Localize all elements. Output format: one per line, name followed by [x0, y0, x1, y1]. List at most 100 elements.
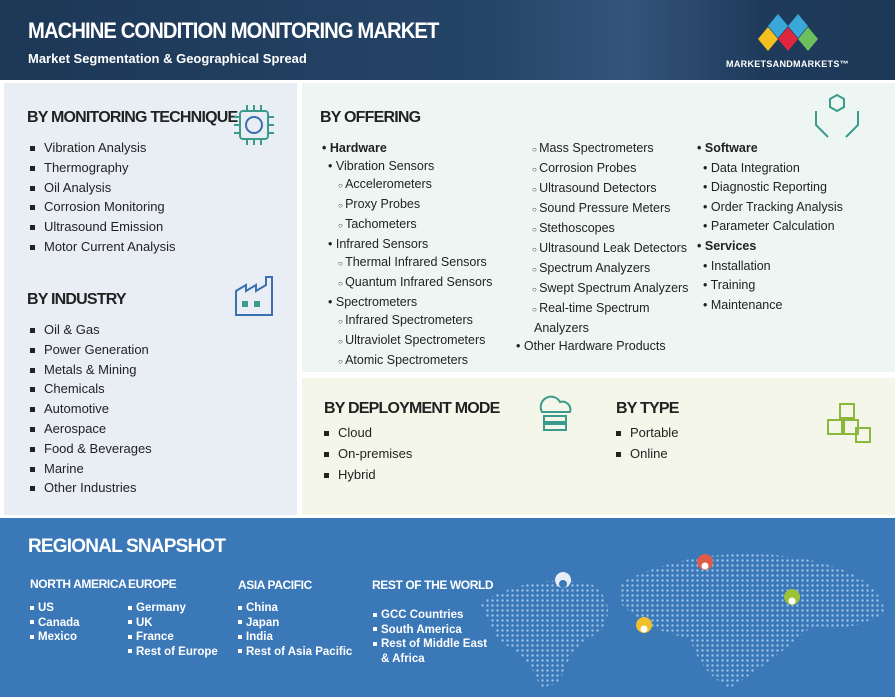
logo-diamonds-icon	[757, 14, 818, 51]
list-item: Real-time Spectrum	[516, 299, 688, 319]
header-banner: MACHINE CONDITION MONITORING MARKET Mark…	[0, 0, 895, 80]
list-item: Ultrasound Emission	[30, 217, 176, 237]
regional-snapshot: REGIONAL SNAPSHOT NORTH AMERICA US Canad…	[0, 518, 895, 697]
europe-list: Germany UK France Rest of Europe	[128, 601, 218, 659]
list-item: Thermal Infrared Sensors	[322, 253, 492, 273]
list-item: Germany	[128, 601, 218, 616]
list-item: Infrared Sensors	[322, 235, 492, 253]
list-item: Other Industries	[30, 478, 152, 498]
list-item: Sound Pressure Meters	[516, 199, 688, 219]
list-item: Metals & Mining	[30, 360, 152, 380]
page-subtitle: Market Segmentation & Geographical Sprea…	[28, 51, 307, 66]
list-item: Tachometers	[322, 215, 492, 235]
list-item: Accelerometers	[322, 175, 492, 195]
left-panel: BY MONITORING TECHNIQUE Vibration Analys…	[4, 83, 297, 515]
list-item: Spectrum Analyzers	[516, 259, 688, 279]
list-item: Mexico	[30, 630, 80, 645]
list-item: Rest of Asia Pacific	[238, 645, 352, 660]
regional-title: REGIONAL SNAPSHOT	[28, 536, 226, 557]
list-item: Analyzers	[534, 321, 589, 335]
list-item: Japan	[238, 616, 352, 631]
cloud-server-icon	[539, 395, 572, 431]
list-item: France	[128, 630, 218, 645]
list-item: Cloud	[324, 422, 412, 443]
monitoring-title: BY MONITORING TECHNIQUE	[27, 109, 238, 126]
list-item: Corrosion Probes	[516, 159, 688, 179]
list-item: Services	[697, 237, 843, 257]
list-item: Vibration Analysis	[30, 138, 176, 158]
list-item: Software	[697, 139, 843, 159]
list-item: Online	[616, 443, 678, 464]
list-item: US	[30, 601, 80, 616]
list-item: Oil & Gas	[30, 320, 152, 340]
rest-of-world-list: GCC Countries South America Rest of Midd…	[373, 608, 487, 666]
software-services-list: Software Data Integration Diagnostic Rep…	[697, 139, 843, 315]
deployment-title: BY DEPLOYMENT MODE	[324, 400, 500, 417]
asia-pacific-list: China Japan India Rest of Asia Pacific	[238, 601, 352, 659]
list-item: Aerospace	[30, 419, 152, 439]
brain-chip-icon	[234, 105, 274, 145]
list-item: China	[238, 601, 352, 616]
list-item: Infrared Spectrometers	[322, 311, 492, 331]
list-item: Marine	[30, 459, 152, 479]
cubes-icon	[827, 403, 871, 443]
industry-title: BY INDUSTRY	[27, 291, 127, 308]
list-item: Motor Current Analysis	[30, 237, 176, 257]
list-item: Oil Analysis	[30, 178, 176, 198]
list-item: Ultrasound Detectors	[516, 179, 688, 199]
offering-panel: BY OFFERING Hardware Vibration Sensors A…	[302, 83, 895, 372]
monitoring-list: Vibration Analysis Thermography Oil Anal…	[30, 138, 176, 257]
logo-text: MARKETSANDMARKETS™	[726, 59, 849, 69]
list-item: On-premises	[324, 443, 412, 464]
deployment-type-panel: BY DEPLOYMENT MODE Cloud On-premises Hyb…	[302, 378, 895, 515]
region-asia-pacific: ASIA PACIFIC	[238, 578, 312, 592]
map-pin-icon	[555, 572, 572, 601]
list-item: Atomic Spectrometers	[322, 351, 492, 371]
list-item: Proxy Probes	[322, 195, 492, 215]
list-item: Swept Spectrum Analyzers	[516, 279, 688, 299]
list-item: Training	[697, 276, 843, 296]
list-item: Hybrid	[324, 464, 412, 485]
map-pin-icon	[636, 617, 653, 646]
list-item: Rest of Europe	[128, 645, 218, 660]
list-item: Spectrometers	[322, 293, 492, 311]
logo: MARKETSANDMARKETS™	[715, 14, 860, 69]
hardware-list: Hardware Vibration Sensors Accelerometer…	[322, 139, 493, 371]
map-pin-icon	[697, 554, 714, 583]
list-item: Portable	[616, 422, 678, 443]
list-item: Thermography	[30, 158, 176, 178]
world-map-icon	[480, 553, 885, 688]
type-list: Portable Online	[616, 422, 678, 464]
region-rest-of-world: REST OF THE WORLD	[372, 578, 494, 592]
list-item: Quantum Infrared Sensors	[322, 273, 492, 293]
list-item: Canada	[30, 616, 80, 631]
list-item: Automotive	[30, 399, 152, 419]
list-item: Installation	[697, 257, 843, 277]
list-item: Vibration Sensors	[322, 157, 492, 175]
map-pin-icon	[784, 589, 801, 618]
list-item: Hardware	[322, 139, 492, 157]
page-title: MACHINE CONDITION MONITORING MARKET	[28, 18, 439, 43]
list-item: India	[238, 630, 352, 645]
list-item: Mass Spectrometers	[516, 139, 688, 159]
list-item: Maintenance	[697, 296, 843, 316]
list-item: GCC Countries	[373, 608, 487, 623]
region-europe: EUROPE	[128, 577, 177, 591]
list-item: Other Hardware Products	[516, 337, 688, 355]
list-item: Data Integration	[697, 159, 843, 179]
list-item: Corrosion Monitoring	[30, 197, 176, 217]
deployment-list: Cloud On-premises Hybrid	[324, 422, 412, 485]
list-item: Food & Beverages	[30, 439, 152, 459]
list-item: Order Tracking Analysis	[697, 198, 843, 218]
industry-list: Oil & Gas Power Generation Metals & Mini…	[30, 320, 152, 498]
list-item: Power Generation	[30, 340, 152, 360]
list-item: UK	[128, 616, 218, 631]
hands-box-icon	[815, 93, 859, 138]
factory-icon	[235, 276, 273, 316]
list-item: South America	[373, 623, 487, 638]
list-item: Rest of Middle East	[373, 637, 487, 652]
list-item: Ultraviolet Spectrometers	[322, 331, 492, 351]
type-title: BY TYPE	[616, 400, 679, 417]
region-north-america: NORTH AMERICA	[30, 577, 127, 591]
list-item: & Africa	[381, 652, 425, 665]
